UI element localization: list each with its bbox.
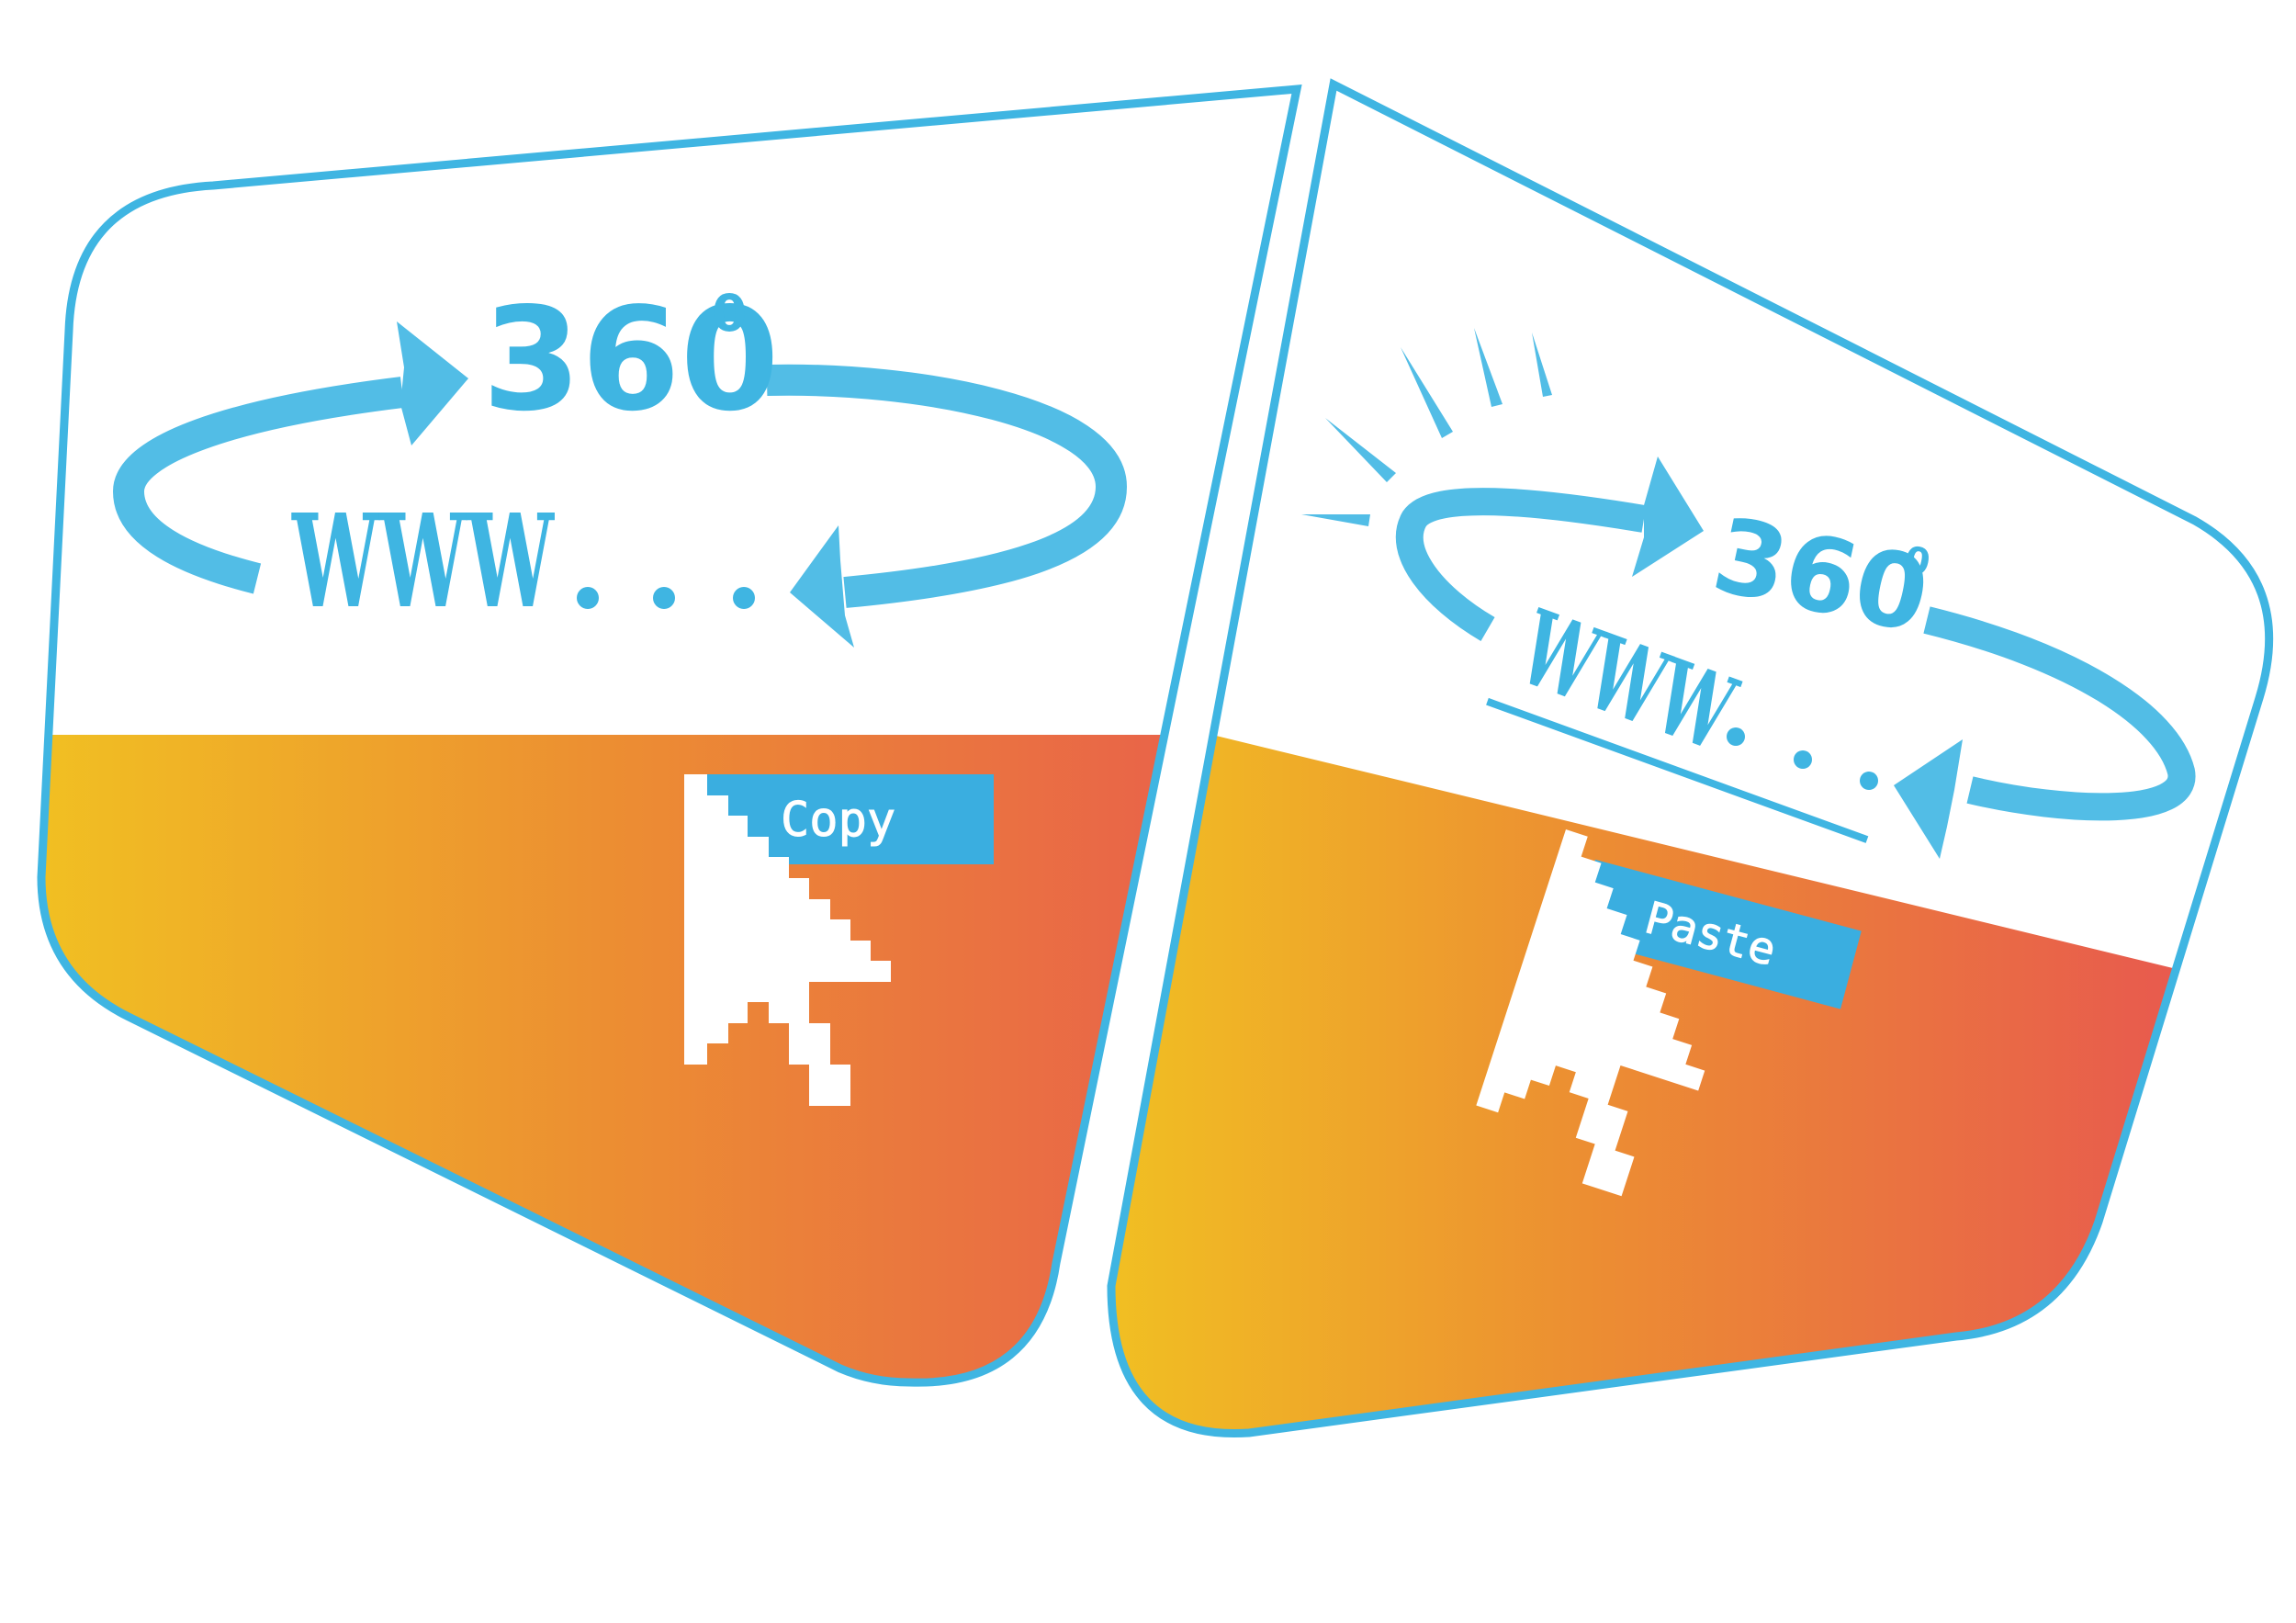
cursor-arrow-icon <box>1476 829 1705 1197</box>
right-www-text: WWW <box>1504 588 1750 775</box>
left-ellipsis-dots <box>577 587 755 609</box>
left-degree-value: 360 <box>482 276 780 443</box>
right-panel: 360 0 WWW Paste <box>1107 78 2274 1438</box>
right-panel-outline <box>1107 78 2274 1438</box>
left-panel-outline <box>37 84 1302 1387</box>
copy-label-text: Copy <box>781 793 895 848</box>
cursor-arrow-icon <box>684 774 891 1106</box>
left-degree-mark: 0 <box>712 284 747 343</box>
left-panel: 360 0 WWW Copy <box>37 84 1302 1387</box>
rotate-arrow-icon <box>1395 456 2196 859</box>
left-www-text: WWW <box>291 487 555 637</box>
rotate-arrow-icon <box>112 321 1128 648</box>
motion-lines-icon <box>1301 328 1552 526</box>
right-panel-gradient-fill <box>1111 735 2177 1434</box>
paste-label: Paste <box>1574 859 1862 1009</box>
right-ellipsis-dots <box>1727 727 1878 790</box>
